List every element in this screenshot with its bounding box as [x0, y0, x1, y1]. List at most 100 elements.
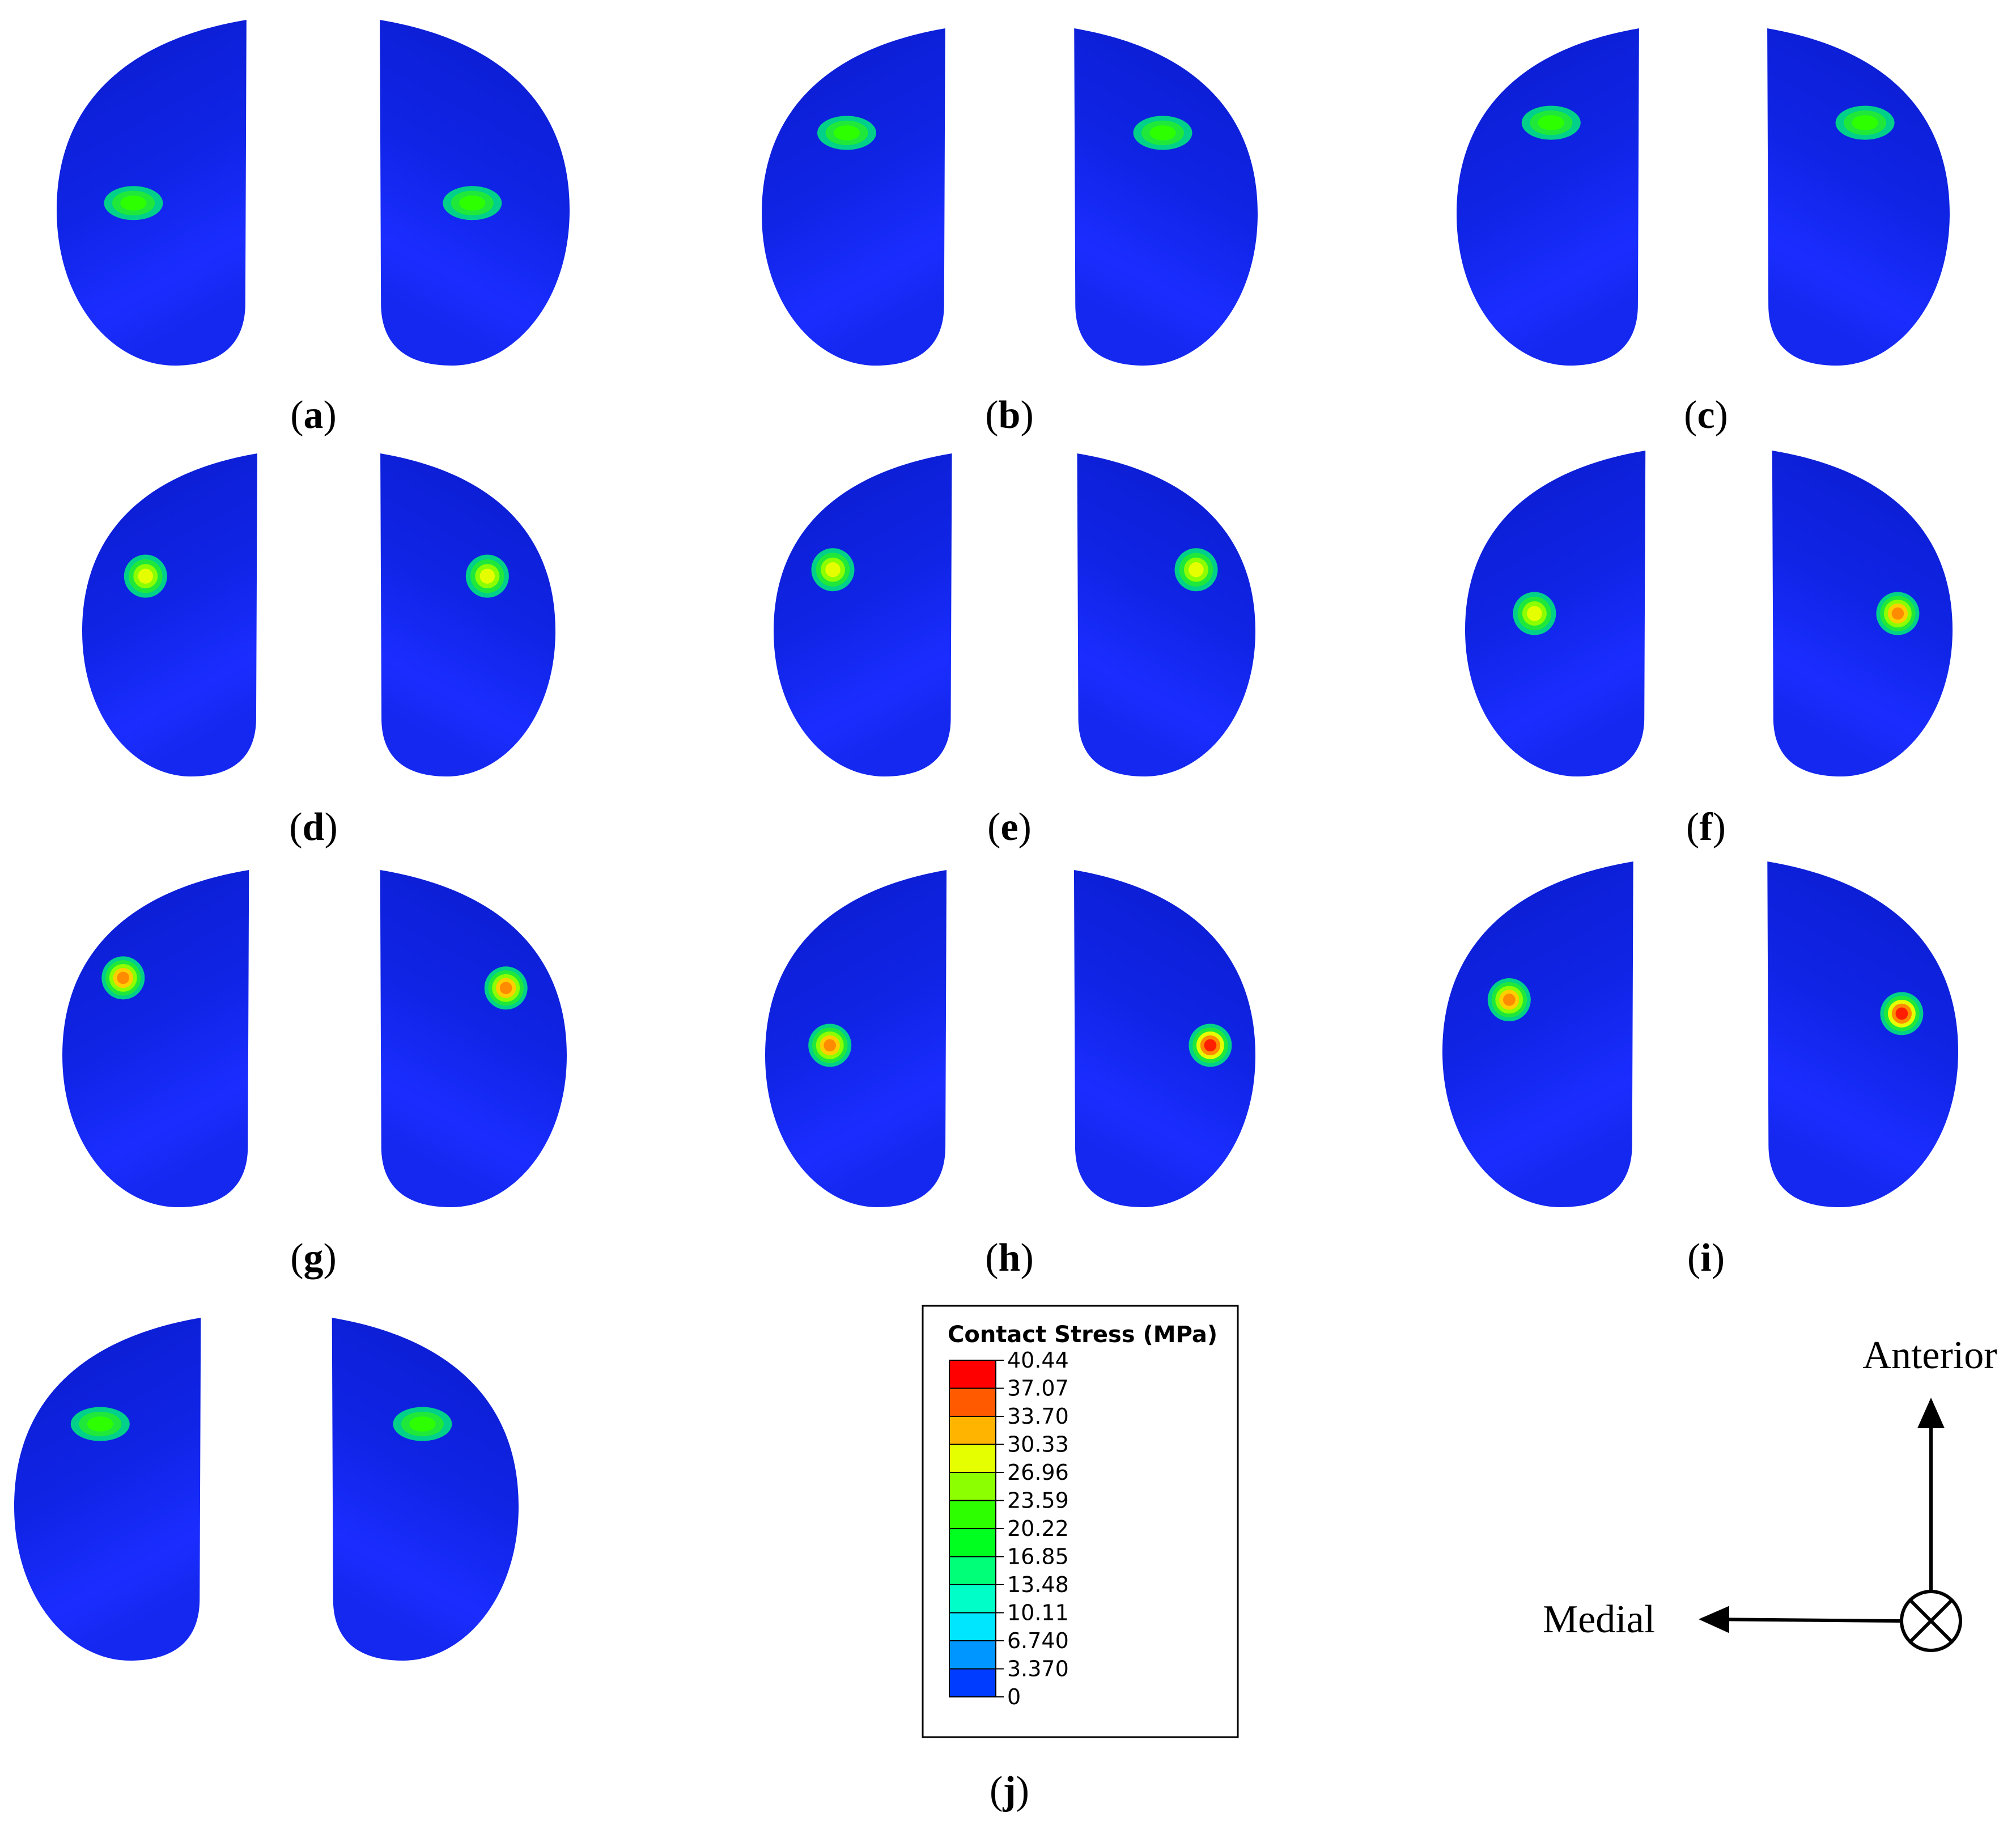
legend-swatch — [949, 1472, 996, 1501]
panel-label: (c) — [1684, 393, 1728, 437]
panel-label: (f) — [1686, 805, 1726, 849]
left-surface — [62, 870, 249, 1207]
legend-swatch — [949, 1416, 996, 1445]
right-surface — [380, 453, 555, 776]
right-surface — [1073, 870, 1255, 1207]
legend-swatch — [949, 1444, 996, 1473]
panel-label: (i) — [1687, 1236, 1725, 1280]
panel-j: (j) — [14, 1318, 1029, 1812]
panel-label-letter: c — [1697, 393, 1714, 437]
into-page-icon — [1900, 1590, 1962, 1652]
right-contact-spot — [443, 186, 502, 220]
left-contact-spot — [104, 186, 163, 220]
contact-stress-legend: Contact Stress (MPa) 40.44 37.07 33.70 30.3… — [922, 1305, 1239, 1738]
legend-value: 6.740 — [1007, 1628, 1069, 1653]
panel-label: (h) — [985, 1236, 1034, 1280]
right-contact-spot — [1876, 592, 1920, 635]
left-surface — [765, 870, 947, 1207]
panel-label-letter: a — [304, 393, 324, 437]
legend-value: 26.96 — [1007, 1460, 1069, 1485]
legend-swatch — [949, 1528, 996, 1557]
panel-label: (g) — [290, 1236, 337, 1280]
right-contact-spot — [1880, 992, 1924, 1035]
left-surface — [1442, 861, 1633, 1207]
panel-e: (e) — [774, 453, 1255, 849]
panel-g: (g) — [62, 870, 567, 1280]
panel-label-letter: g — [304, 1236, 324, 1280]
right-surface — [1767, 861, 1958, 1207]
legend-value: 10.11 — [1007, 1601, 1069, 1625]
orientation-indicator: Anterior Medial — [1543, 1334, 1997, 1652]
legend-swatch — [949, 1556, 996, 1585]
panels-layer: (a) (b) (c) (d) (e) (f) (g) (h) (i) (j) — [14, 20, 1958, 1812]
left-contact-spot — [1513, 592, 1556, 635]
left-surface — [762, 28, 945, 366]
legend-swatch — [949, 1387, 996, 1417]
left-contact-spot — [808, 1024, 852, 1067]
legend-value: 16.85 — [1007, 1544, 1069, 1569]
legend-value: 3.370 — [1007, 1657, 1069, 1682]
panel-b: (b) — [762, 28, 1258, 437]
legend-value: 13.48 — [1007, 1572, 1069, 1597]
panel-label-letter: e — [1000, 805, 1018, 849]
panel-i: (i) — [1442, 861, 1958, 1280]
medial-label: Medial — [1543, 1598, 1655, 1641]
anterior-label: Anterior — [1862, 1334, 1997, 1377]
right-contact-spot — [1174, 548, 1218, 592]
right-surface — [1074, 28, 1258, 366]
panel-label-letter: b — [999, 393, 1021, 437]
panel-d: (d) — [82, 453, 555, 849]
panel-label-letter: h — [999, 1236, 1021, 1280]
left-contact-spot — [811, 548, 855, 592]
left-surface — [1457, 28, 1639, 366]
left-surface — [774, 453, 952, 776]
panel-label: (e) — [987, 805, 1032, 849]
right-surface — [332, 1318, 519, 1661]
legend-swatch — [949, 1360, 996, 1389]
legend-value: 33.70 — [1007, 1404, 1069, 1429]
panel-label: (b) — [985, 393, 1034, 437]
legend-value: 37.07 — [1007, 1376, 1069, 1401]
legend-swatches: 40.44 37.07 33.70 30.33 26.96 23.59 20.22 16.85… — [949, 1348, 1069, 1709]
panel-label: (j) — [990, 1769, 1029, 1812]
panel-c: (c) — [1457, 28, 1950, 437]
legend-value: 20.22 — [1007, 1516, 1069, 1541]
panel-h: (h) — [765, 870, 1255, 1280]
panel-a: (a) — [57, 20, 570, 437]
legend-swatch — [949, 1668, 996, 1697]
panel-label: (a) — [290, 393, 337, 437]
legend-title: Contact Stress (MPa) — [948, 1322, 1217, 1348]
panel-label-letter: f — [1699, 805, 1713, 849]
panel-f: (f) — [1465, 451, 1953, 849]
right-contact-spot — [393, 1407, 452, 1441]
right-surface — [1077, 453, 1255, 776]
legend-swatch — [949, 1500, 996, 1529]
right-surface — [380, 870, 567, 1207]
legend-value: 40.44 — [1007, 1348, 1069, 1373]
left-surface — [14, 1318, 201, 1661]
left-contact-spot — [124, 554, 167, 598]
legend-value: 30.33 — [1007, 1432, 1069, 1457]
right-contact-spot — [484, 966, 528, 1010]
panel-label-letter: j — [1002, 1769, 1016, 1812]
medial-arrow — [1699, 1606, 1900, 1633]
legend-swatch — [949, 1584, 996, 1614]
legend-swatch — [949, 1612, 996, 1641]
left-contact-spot — [101, 956, 145, 1000]
left-surface — [82, 453, 257, 776]
left-contact-spot — [1521, 105, 1581, 140]
left-contact-spot — [817, 116, 876, 150]
legend-swatch — [949, 1640, 996, 1670]
left-contact-spot — [70, 1407, 130, 1441]
left-contact-spot — [1487, 978, 1531, 1021]
right-contact-spot — [1189, 1024, 1232, 1067]
legend-value: 0 — [1007, 1684, 1021, 1709]
legend-value: 23.59 — [1007, 1488, 1069, 1513]
panel-label-letter: d — [303, 805, 325, 849]
right-surface — [1767, 28, 1950, 366]
panel-label-letter: i — [1700, 1236, 1711, 1280]
right-contact-spot — [1133, 116, 1192, 150]
right-surface — [1772, 451, 1953, 776]
right-contact-spot — [465, 554, 509, 598]
